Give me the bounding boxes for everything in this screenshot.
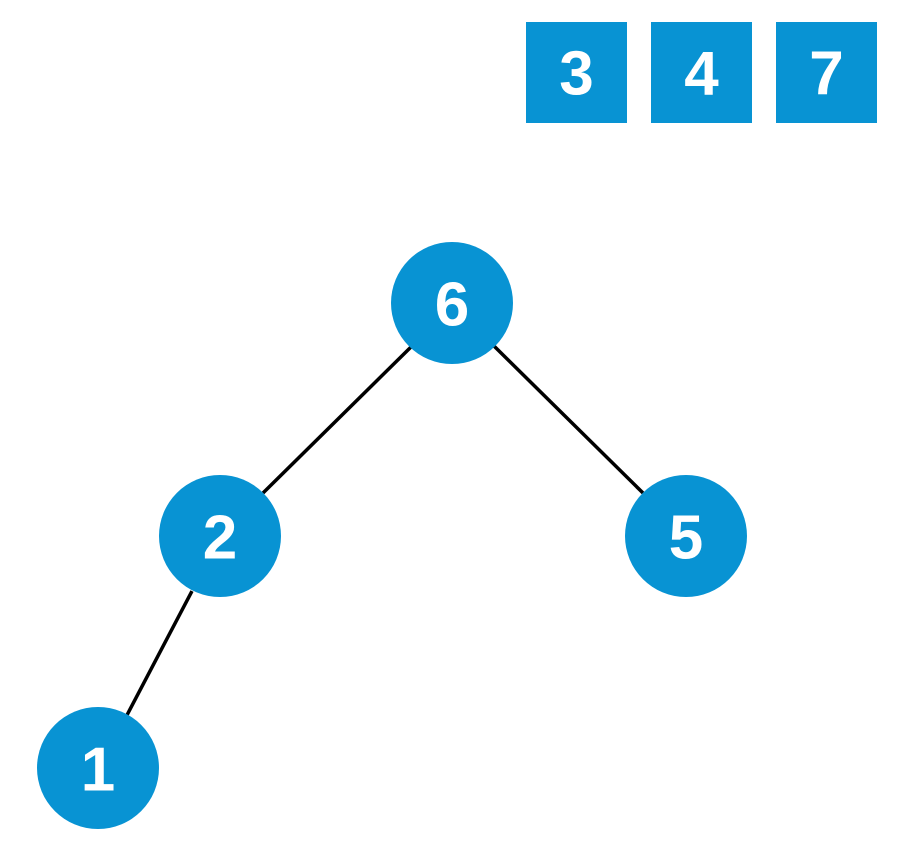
node-label: 2 xyxy=(203,504,237,573)
edge-n6-n5 xyxy=(492,344,645,495)
edge-n6-n2 xyxy=(261,344,414,495)
queue-box-2: 7 xyxy=(776,22,877,123)
queue-box-label: 4 xyxy=(684,40,719,109)
tree-node-6: 6 xyxy=(391,242,513,364)
tree-nodes: 6 2 5 1 xyxy=(37,242,747,829)
node-circle xyxy=(159,475,281,597)
queue-box-label: 7 xyxy=(809,40,843,109)
queue-box-label: 3 xyxy=(559,40,593,109)
node-circle xyxy=(625,475,747,597)
queue-box-0: 3 xyxy=(526,22,627,123)
queue-boxes: 3 4 7 xyxy=(526,22,877,123)
edge-n2-n1 xyxy=(125,590,194,716)
queue-box-rect xyxy=(651,22,752,123)
tree-node-5: 5 xyxy=(625,475,747,597)
tree-edges xyxy=(125,344,645,716)
tree-node-2: 2 xyxy=(159,475,281,597)
tree-node-1: 1 xyxy=(37,707,159,829)
queue-box-rect xyxy=(526,22,627,123)
queue-box-rect xyxy=(776,22,877,123)
node-label: 5 xyxy=(669,504,703,573)
node-label: 1 xyxy=(81,736,115,805)
node-label: 6 xyxy=(435,271,469,340)
node-circle xyxy=(37,707,159,829)
node-circle xyxy=(391,242,513,364)
queue-box-1: 4 xyxy=(651,22,752,123)
